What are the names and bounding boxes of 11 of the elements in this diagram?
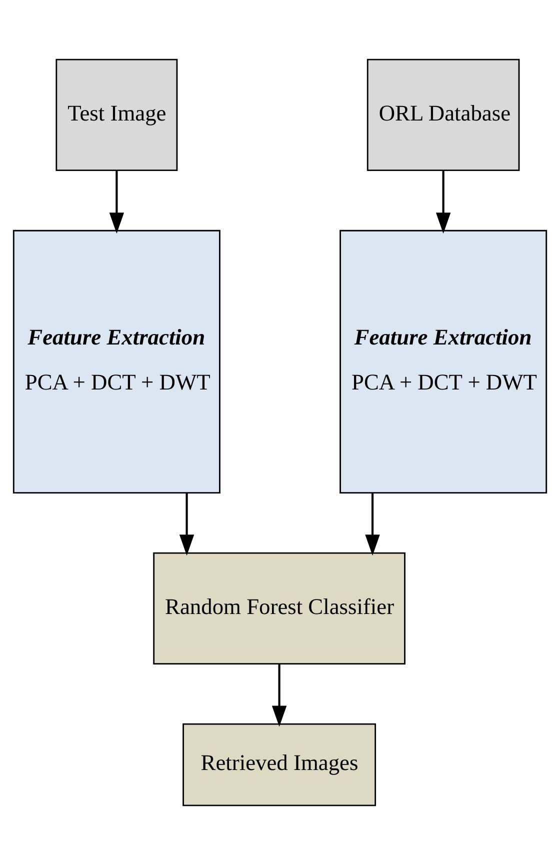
arrow: [272, 663, 287, 726]
node-box: Feature Extraction PCA + DCT + DWT: [12, 229, 220, 493]
arrow: [436, 170, 451, 234]
node-box: Random Forest Classifier: [153, 552, 406, 664]
node-box: ORL Database: [366, 58, 520, 171]
node-box: Retrieved Images: [182, 722, 376, 806]
arrow: [109, 170, 124, 234]
node-box: Test Image: [56, 58, 178, 171]
arrow: [365, 492, 380, 556]
arrow: [179, 492, 194, 556]
node-box: Feature Extraction PCA + DCT + DWT: [340, 229, 548, 493]
